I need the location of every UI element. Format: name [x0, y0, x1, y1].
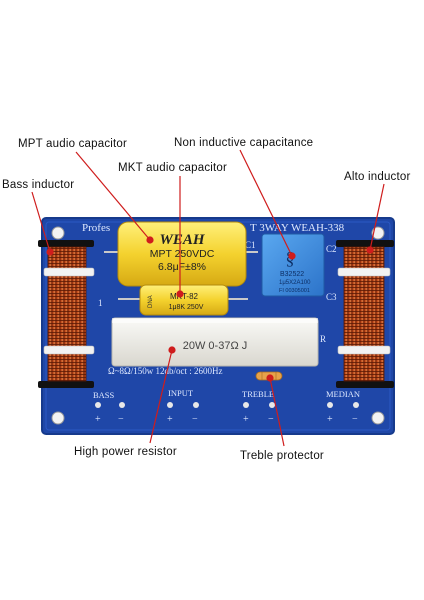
- line-mpt-capacitor: [75, 151, 151, 241]
- board-label-c2: C2: [326, 244, 337, 254]
- callout-mkt-capacitor: MKT audio capacitor: [118, 162, 228, 174]
- dot-bass-inductor: [46, 248, 54, 256]
- terminal-treble-label: TREBLE: [242, 389, 274, 399]
- dot-high-power-resistor: [168, 346, 176, 354]
- mpt-capacitor: WEAH MPT 250VDC 6.8μF±8%: [104, 221, 258, 287]
- bass-inductor: [38, 240, 95, 388]
- terminal-bass-minus-sign: −: [118, 414, 124, 425]
- terminal-bass-label: BASS: [93, 390, 115, 400]
- board-label-c3: C3: [326, 292, 337, 302]
- dot-mpt-capacitor: [146, 236, 154, 244]
- terminal-bass-plus: [95, 402, 101, 408]
- terminal-treble-plus-sign: +: [243, 414, 249, 425]
- callout-mpt-capacitor: MPT audio capacitor: [18, 138, 128, 150]
- mounting-holes: [51, 226, 385, 425]
- dot-alto-inductor: [366, 246, 374, 254]
- line-alto-inductor: [369, 183, 385, 251]
- blue-cap-line1: B32522: [280, 271, 304, 278]
- terminal-treble-plus: [243, 402, 249, 408]
- board-label-c1: C1: [245, 240, 256, 250]
- high-power-resistor: 20W 0-37Ω J: [111, 317, 319, 367]
- mpt-value: 6.8μF±8%: [158, 261, 206, 273]
- board-spec-line: Ω~8Ω/150w 12db/oct : 2600Hz: [108, 366, 223, 376]
- mkt-value: 1μ8K 250V: [169, 304, 204, 311]
- terminal-input-minus-sign: −: [192, 414, 198, 425]
- line-high-power-resistor: [149, 349, 173, 444]
- terminal-median-minus: [353, 402, 359, 408]
- callout-high-power-resistor: High power resistor: [74, 446, 177, 458]
- blue-cap-line3: FI 00305001: [279, 288, 310, 294]
- line-bass-inductor: [31, 191, 51, 253]
- mkt-capacitor: DNA MKT-82 1μ8K 250V: [118, 284, 248, 316]
- terminal-treble-minus-sign: −: [268, 414, 274, 425]
- board-label-1: 1: [98, 298, 103, 308]
- terminal-median-label: MEDIAN: [326, 389, 360, 399]
- terminal-median-plus-sign: +: [327, 414, 333, 425]
- terminal-input-minus: [193, 402, 199, 408]
- board-title-left: Profes: [82, 222, 110, 234]
- board-label-r: R: [320, 334, 326, 344]
- callout-alto-inductor: Alto inductor: [344, 171, 411, 183]
- dot-treble-protector: [266, 374, 274, 382]
- terminal-bass-minus: [119, 402, 125, 408]
- mpt-spec: MPT 250VDC: [150, 248, 215, 260]
- mkt-model: MKT-82: [170, 292, 199, 301]
- mpt-brand: WEAH: [159, 232, 205, 248]
- line-non-inductive: [239, 149, 293, 257]
- callout-lines: [31, 149, 385, 447]
- board-title-right: T 3WAY WEAH-338: [250, 222, 345, 234]
- non-inductive-capacitor: § B32522 1μ5X2A100 FI 00305001: [261, 233, 325, 297]
- terminal-input-plus: [167, 402, 173, 408]
- callout-treble-protector: Treble protector: [240, 450, 324, 462]
- mkt-side-text: DNA: [148, 295, 154, 308]
- terminal-row: BASS INPUT TREBLE MEDIAN + − + − + − + −: [93, 388, 360, 425]
- terminal-treble-minus: [269, 402, 275, 408]
- terminal-median-minus-sign: −: [352, 414, 358, 425]
- callout-bass-inductor: Bass inductor: [2, 179, 75, 191]
- terminal-input-label: INPUT: [168, 388, 194, 398]
- resistor-value: 20W 0-37Ω J: [183, 340, 247, 352]
- dot-non-inductive: [288, 252, 296, 260]
- line-treble-protector: [269, 377, 285, 447]
- blue-cap-line2: 1μ5X2A100: [279, 280, 311, 286]
- alto-inductor: [336, 240, 394, 388]
- callout-non-inductive: Non inductive capacitance: [174, 137, 314, 149]
- dot-mkt-capacitor: [176, 290, 184, 298]
- terminal-input-plus-sign: +: [167, 414, 173, 425]
- terminal-bass-plus-sign: +: [95, 414, 101, 425]
- terminal-median-plus: [327, 402, 333, 408]
